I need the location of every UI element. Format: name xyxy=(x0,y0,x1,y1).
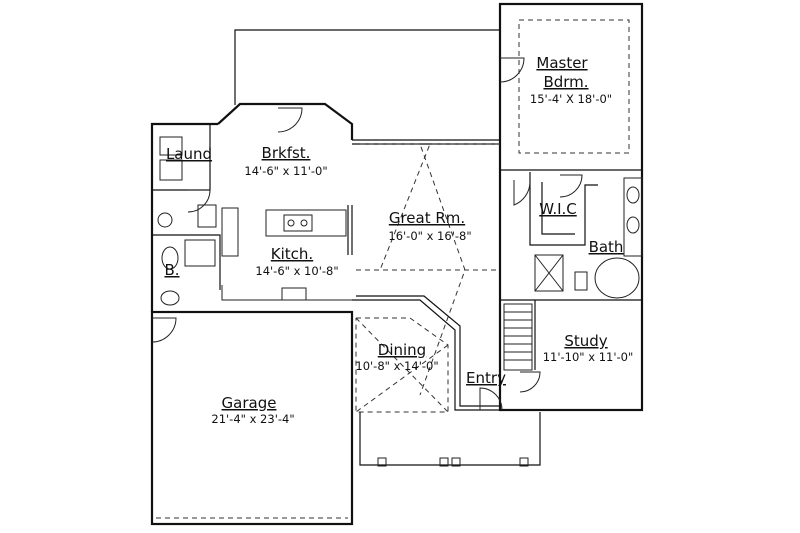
garage-wall xyxy=(150,310,354,526)
powder-toilet xyxy=(161,246,179,270)
bath-door xyxy=(513,180,531,206)
room-dims-brkfst: 14'-6" x 11'-0" xyxy=(244,164,327,178)
kitchen-sink xyxy=(281,287,307,301)
porch-post-4 xyxy=(519,457,529,467)
dryer xyxy=(159,136,183,156)
wic-wall xyxy=(529,172,598,246)
dining-ceiling xyxy=(355,317,449,413)
stairs xyxy=(503,303,533,371)
great-room-ceiling xyxy=(360,143,466,396)
toilet xyxy=(574,271,588,291)
laundry-door xyxy=(187,189,211,213)
dining-wall xyxy=(352,299,500,411)
shower xyxy=(534,254,564,292)
room-name-bath: Bath xyxy=(589,238,624,256)
room-name-master-2: Bdrm. xyxy=(543,73,588,91)
sink-upper xyxy=(626,186,640,204)
dining-ceiling-x2 xyxy=(355,344,449,413)
room-name-master: Master xyxy=(536,54,588,72)
room-name-dining: Dining xyxy=(378,341,426,359)
room-dims-kitch: 14'-6" x 10'-8" xyxy=(255,264,338,278)
washer xyxy=(159,159,183,181)
porch-post-2 xyxy=(439,457,449,467)
room-dims-dining: 10'-8" x 14'-0" xyxy=(355,359,438,373)
kitchen-island xyxy=(265,209,347,237)
breakfast-bay-wall xyxy=(217,102,354,140)
porch-post-3 xyxy=(451,457,461,467)
entry-sidelight-door xyxy=(519,371,541,393)
dining-wall-inner xyxy=(356,295,500,407)
wic-inner xyxy=(541,182,575,235)
pantry xyxy=(184,239,216,267)
porch-post-1 xyxy=(377,457,387,467)
vanity xyxy=(623,177,643,257)
room-name-laund: Laund xyxy=(166,145,212,163)
room-dims-master: 15'-4' X 18'-0" xyxy=(530,92,612,106)
entry-door xyxy=(479,387,503,411)
kitchen-counter-left xyxy=(221,207,239,257)
shower-x2 xyxy=(534,254,564,292)
garage-door-swing xyxy=(151,317,177,343)
room-name-wic: W.I.C xyxy=(539,200,577,218)
dining-ceiling-x1 xyxy=(355,317,449,413)
burner-1 xyxy=(287,219,295,227)
room-name-garage: Garage xyxy=(222,394,277,412)
room-dims-garage: 21'-4" x 23'-4" xyxy=(211,412,294,426)
kitchen-counter-bottom xyxy=(221,285,352,301)
great-room-ceiling-2 xyxy=(379,143,500,271)
room-name-great: Great Rm. xyxy=(389,209,465,227)
powder-bath-wall xyxy=(152,234,221,290)
room-name-kitch: Kitch. xyxy=(271,245,313,263)
laundry-sink xyxy=(157,212,173,228)
burner-2 xyxy=(300,219,308,227)
breakfast-door xyxy=(277,107,303,133)
sink-lower xyxy=(626,216,640,234)
rear-patio-outline xyxy=(234,29,500,105)
utility-cabinet xyxy=(197,204,217,228)
master-ceiling-outline xyxy=(518,19,630,154)
room-name-study: Study xyxy=(564,332,607,350)
room-name-brkfst: Brkfst. xyxy=(262,144,311,162)
room-dims-great: 16'-0" x 16'-8" xyxy=(388,229,471,243)
master-door xyxy=(499,57,525,83)
front-porch xyxy=(359,412,541,466)
room-name-entry: Entry xyxy=(466,369,506,387)
bathtub xyxy=(594,257,640,299)
west-wall xyxy=(150,122,218,312)
wic-door xyxy=(559,174,583,198)
room-dims-study: 11'-10" x 11'-0" xyxy=(543,350,634,364)
cooktop xyxy=(283,214,313,232)
powder-sink xyxy=(160,290,180,306)
room-name-b: B. xyxy=(164,261,179,279)
